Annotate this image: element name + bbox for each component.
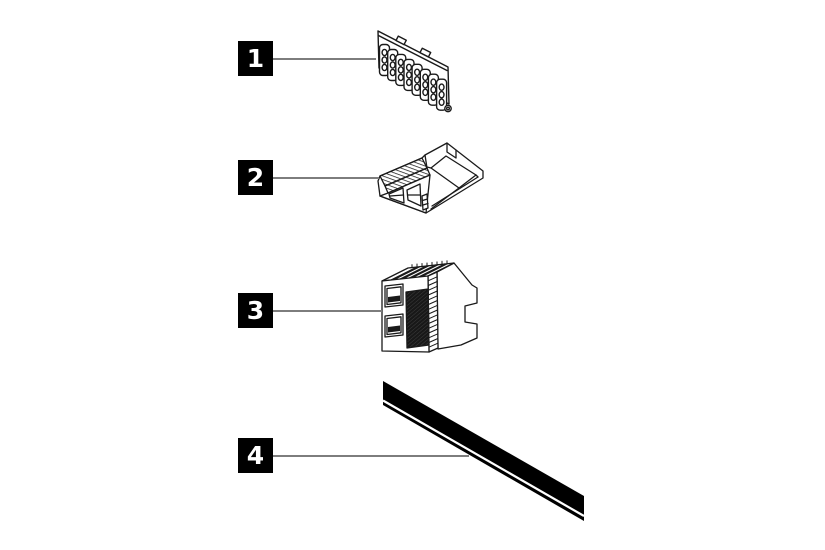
callout-4-badge: 4 [238, 438, 273, 473]
callout-1-badge: 1 [238, 41, 273, 76]
cable-connector-illustration [381, 260, 478, 353]
callout-1-leader-line [273, 57, 376, 60]
callout-2-leader-line [272, 176, 379, 179]
drive-tray-filler-illustration [377, 142, 484, 214]
flat-cable-illustration [382, 381, 585, 521]
drive-backplane-illustration [377, 30, 452, 113]
callout-2-badge: 2 [238, 160, 273, 195]
callout-4-leader-line [272, 454, 469, 457]
callout-3-badge: 3 [238, 293, 273, 328]
callout-3-leader-line [272, 309, 382, 312]
